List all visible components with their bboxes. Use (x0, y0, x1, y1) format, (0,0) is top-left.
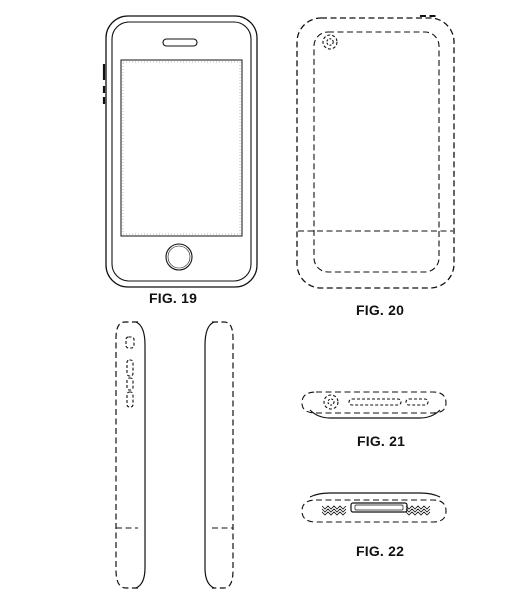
dock-connector (350, 502, 408, 513)
top-view-solid-face (309, 409, 441, 419)
front-view-drawing (102, 15, 258, 288)
fig-21-label: FIG. 21 (357, 433, 406, 449)
top-view-drawing (301, 391, 447, 419)
volume-button-middle (126, 377, 134, 391)
right-side-dashed-outline (212, 321, 234, 589)
home-button-inner (167, 245, 191, 269)
top-view-dashed-outline (301, 391, 447, 414)
home-button (165, 243, 193, 271)
front-screen (120, 59, 243, 237)
front-outer-outline (105, 15, 258, 288)
rear-inner-outline (313, 31, 440, 273)
bottom-view-solid-face (309, 492, 441, 498)
rear-camera-lens (326, 38, 334, 46)
fig-22-label: FIG. 22 (356, 543, 405, 559)
fig-19-label: FIG. 19 (149, 290, 198, 306)
bottom-view-dashed-outline (301, 499, 447, 523)
headphone-jack-inner (327, 398, 335, 406)
volume-button-upper (126, 359, 134, 377)
bottom-view-drawing (301, 492, 447, 523)
headphone-jack (323, 394, 339, 410)
fig-20-label: FIG. 20 (356, 302, 405, 318)
earpiece-slot (162, 38, 198, 47)
volume-button-lower (126, 391, 134, 408)
rear-outer-outline (296, 17, 455, 289)
front-bezel-outline (111, 21, 252, 282)
dock-connector-inner (354, 504, 404, 511)
speaker-grille-left (321, 505, 347, 516)
right-side-view-drawing (204, 321, 234, 589)
rear-view-drawing (296, 15, 455, 289)
rear-camera-outer (322, 34, 338, 50)
left-side-solid-edge (135, 321, 146, 589)
right-side-solid-edge (204, 321, 215, 589)
sleep-wake-button (348, 398, 402, 406)
front-screen-inner-dotted (122, 61, 241, 235)
left-side-view-drawing (115, 321, 146, 589)
speaker-grille-right (405, 505, 431, 516)
ringer-switch (125, 336, 135, 349)
top-microphone (405, 398, 429, 406)
